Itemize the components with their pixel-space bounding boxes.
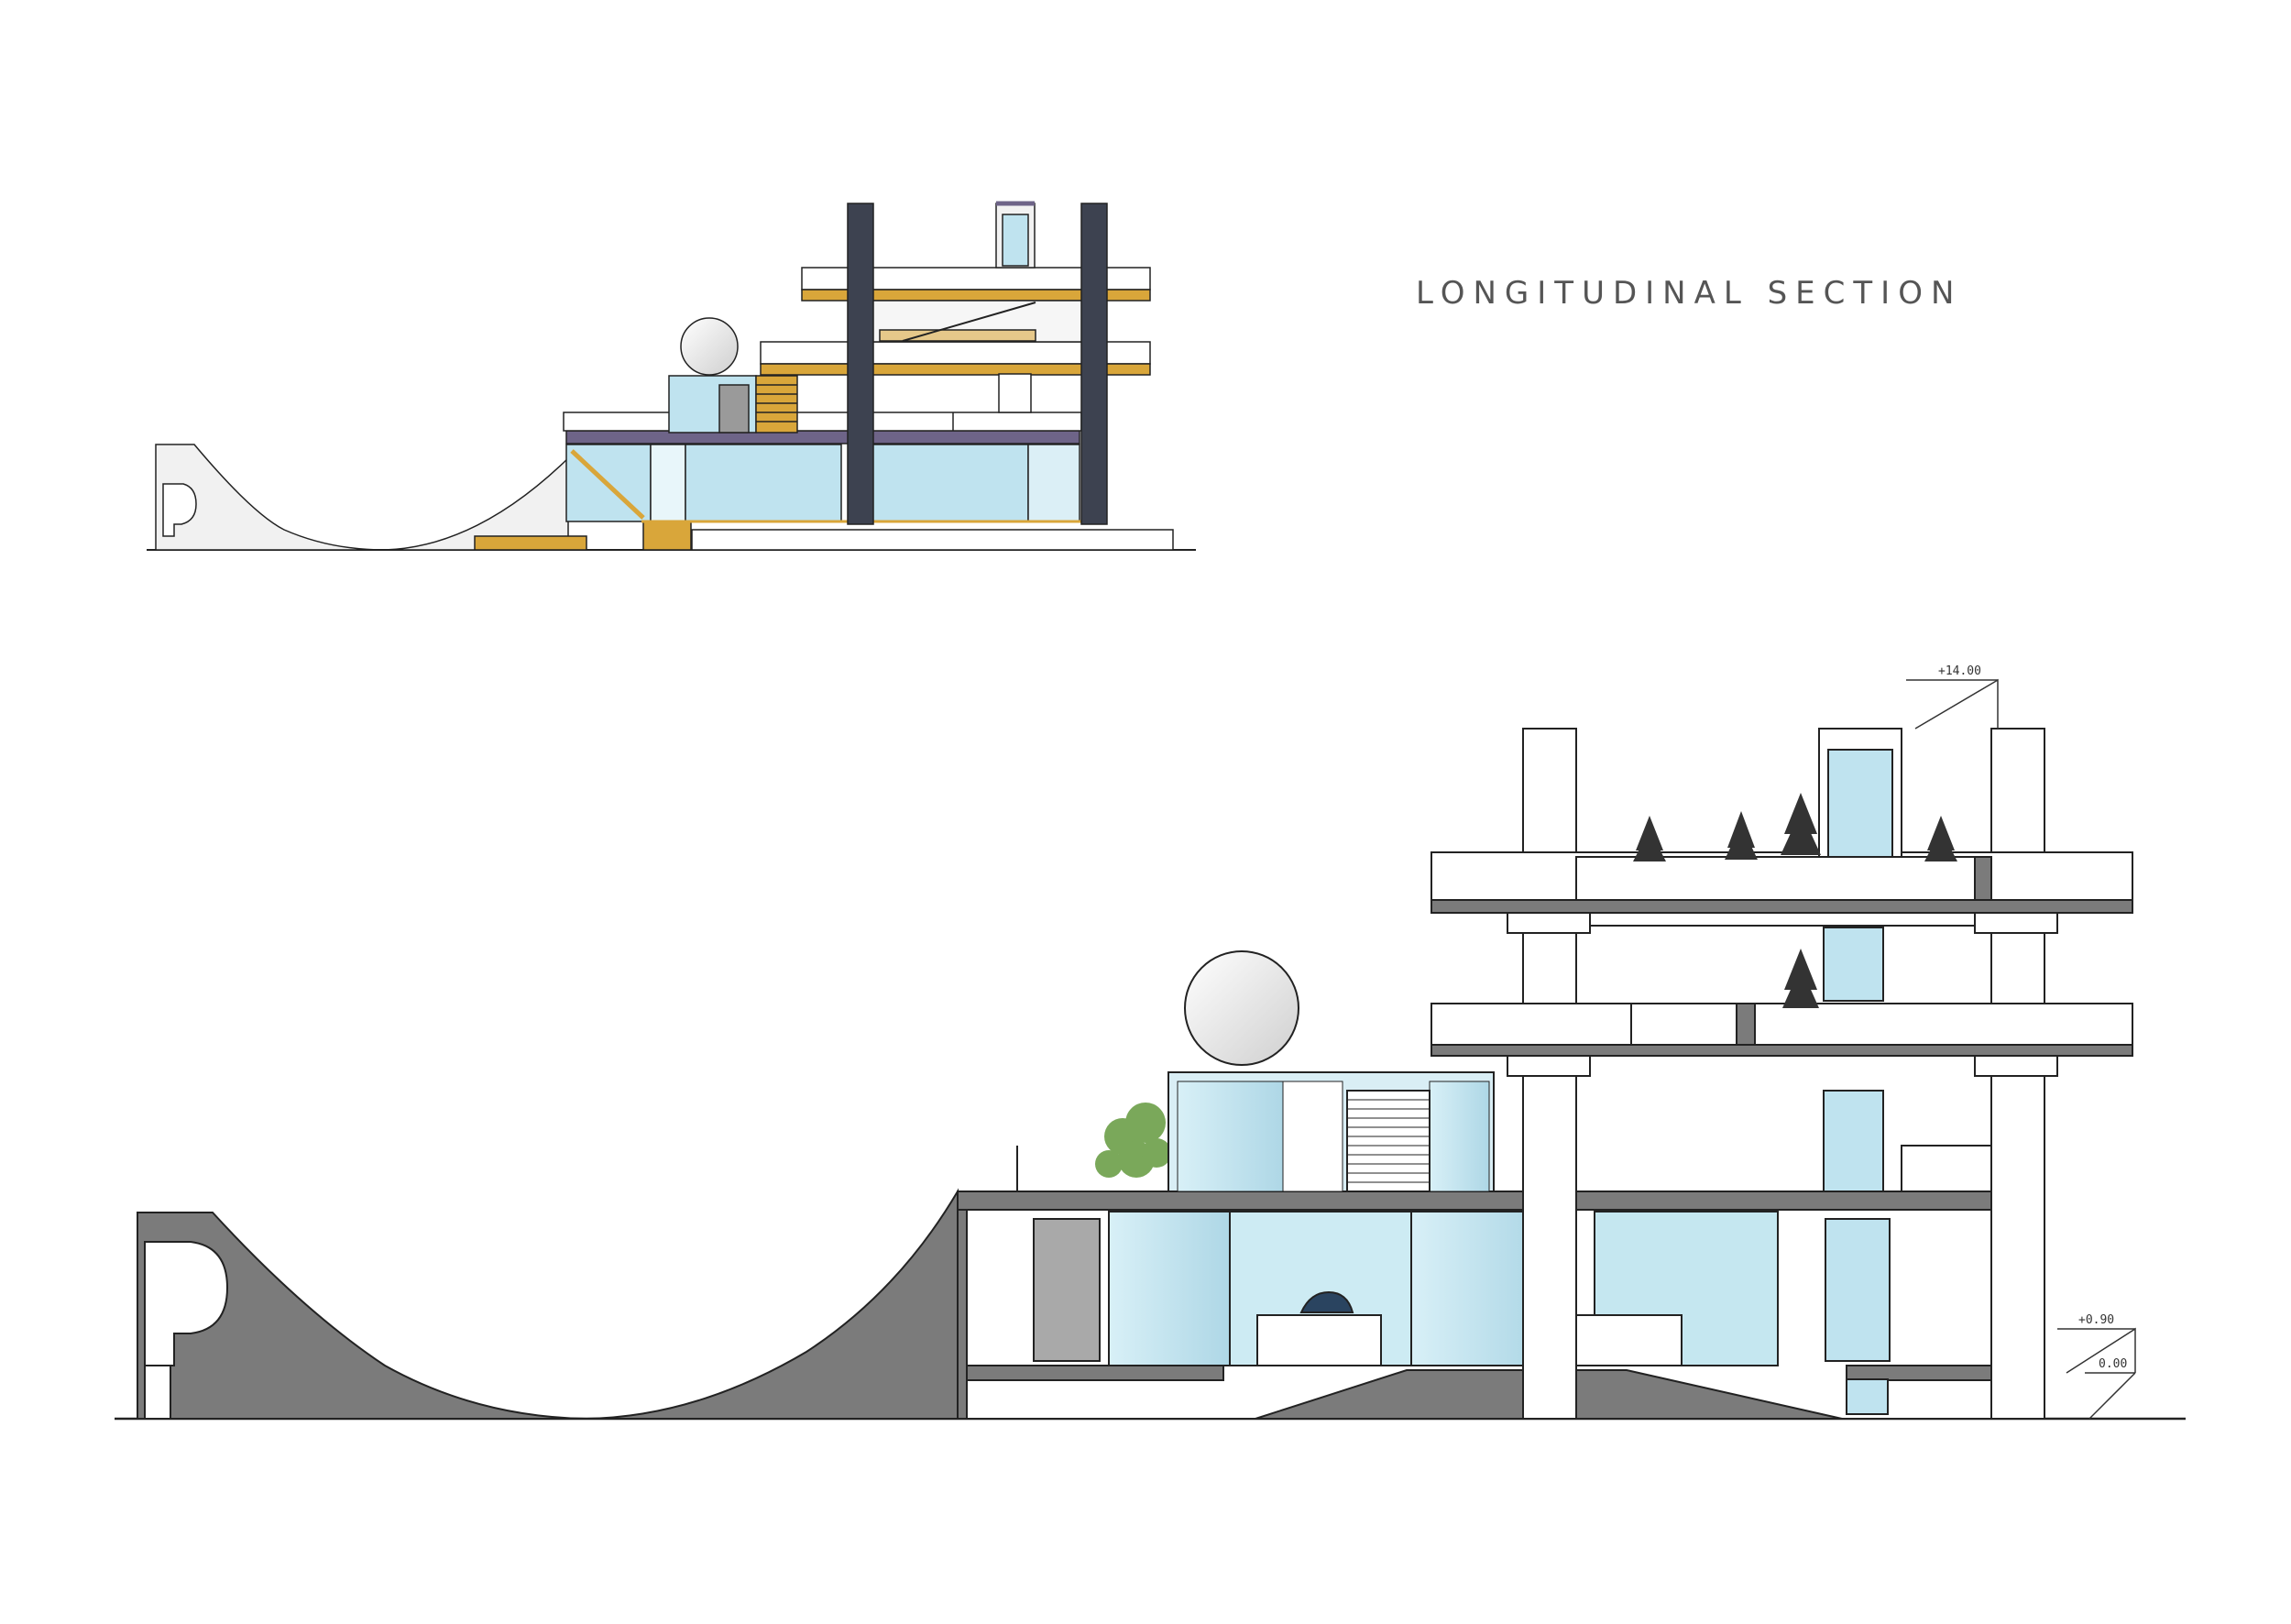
- glass-wall-large: [1108, 1211, 1231, 1366]
- skate-ramp-large: [137, 1188, 959, 1421]
- level-marker-ground: 0.00: [2085, 1357, 2136, 1420]
- ramp-room-large: [144, 1241, 229, 1366]
- glass-panel-small: [650, 444, 686, 522]
- door-large: [1823, 927, 1884, 1002]
- ramp-door-small: [162, 483, 197, 537]
- desk: [1571, 1314, 1683, 1366]
- desk: [1256, 1314, 1382, 1366]
- sphere-small: [680, 317, 739, 376]
- glass-panel-small: [871, 444, 1029, 522]
- tree-icon: [1095, 1103, 1171, 1178]
- svg-text:0.00: 0.00: [2099, 1357, 2127, 1371]
- stair-large: [1346, 1090, 1431, 1192]
- level-marker-top: +14.00: [1906, 664, 1999, 730]
- glass-panel-small: [685, 444, 842, 522]
- column-small: [1080, 203, 1108, 525]
- first-floor-railing: [1431, 1003, 2133, 1050]
- railing-small: [563, 411, 1082, 432]
- svg-text:+14.00: +14.00: [1938, 664, 1981, 678]
- wall-panel-grey: [1033, 1218, 1101, 1362]
- tree-icon: [1633, 793, 1957, 1008]
- wood-step-small: [474, 535, 587, 551]
- door-large: [1825, 1218, 1891, 1362]
- chair: [1299, 1290, 1354, 1313]
- plinth-small: [691, 529, 1174, 551]
- door-large: [1823, 1090, 1884, 1192]
- yellow-brace-small: [570, 449, 645, 520]
- elevation-small: [147, 201, 1196, 551]
- svg-text:+0.90: +0.90: [2078, 1313, 2114, 1327]
- second-floor-slab: [1431, 899, 2133, 914]
- section-large: [115, 728, 2186, 1421]
- glass-panel-small: [1027, 444, 1080, 522]
- sphere-large: [1184, 950, 1299, 1066]
- skate-ramp-small: [155, 444, 569, 551]
- roof-band-small: [565, 430, 1080, 444]
- drawing-title: LONGITUDINAL SECTION: [1416, 275, 1963, 312]
- first-floor-slab: [1431, 1044, 2133, 1057]
- column-small: [847, 203, 874, 525]
- second-floor-room: [1575, 925, 1992, 1004]
- wood-block-small: [642, 520, 692, 551]
- level-marker-ground-floor: +0.90: [2057, 1313, 2136, 1374]
- glass-wall-large: [1410, 1211, 1540, 1366]
- roof-slab-large: [957, 1191, 1992, 1211]
- door-small: [998, 373, 1032, 413]
- planter-box: [1846, 1378, 1889, 1415]
